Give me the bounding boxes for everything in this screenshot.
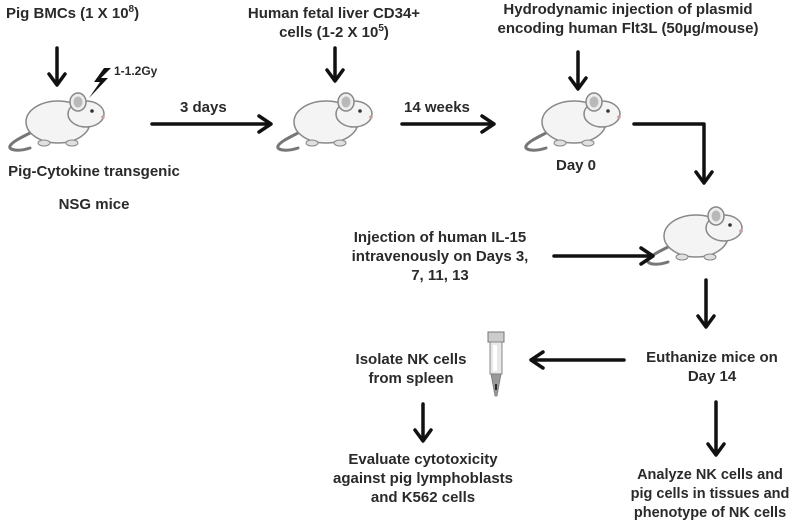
interval-14-weeks: 14 weeks bbox=[404, 99, 470, 116]
mouse-3-icon bbox=[524, 91, 623, 152]
mouse-strain-label: Pig-Cytokine transgenic NSG mice bbox=[8, 163, 180, 213]
syringe-icon bbox=[487, 331, 505, 397]
arrow-down-pig-bmcs bbox=[47, 46, 67, 87]
evaluate-cytotoxicity-label: Evaluate cytotoxicity against pig lympho… bbox=[332, 451, 514, 506]
euthanize-label: Euthanize mice on Day 14 bbox=[646, 349, 778, 385]
isolate-nk-label: Isolate NK cells from spleen bbox=[355, 351, 467, 387]
irradiation-dose-label: 1-1.2Gy bbox=[114, 64, 158, 78]
mouse-2-icon bbox=[276, 91, 375, 152]
arrow-to-evaluate bbox=[413, 402, 433, 443]
arrow-to-euthanize bbox=[696, 278, 716, 329]
mouse-1-icon bbox=[8, 91, 107, 152]
arrow-down-flt3l bbox=[568, 50, 588, 91]
il15-label: Injection of human IL-15 intravenously o… bbox=[351, 229, 529, 284]
arrow-14-weeks bbox=[400, 114, 496, 134]
day0-label: Day 0 bbox=[556, 157, 597, 174]
analyze-nk-label: Analyze NK cells and pig cells in tissue… bbox=[630, 467, 790, 521]
interval-3-days: 3 days bbox=[180, 99, 227, 116]
arrow-to-analyze bbox=[706, 400, 726, 457]
pig-bmcs-label: Pig BMCs (1 X 108) bbox=[6, 4, 140, 23]
arrow-to-isolate bbox=[529, 350, 626, 370]
arrow-day0-to-mouse4 bbox=[632, 122, 714, 185]
lightning-icon bbox=[89, 68, 111, 98]
flt3l-label: Hydrodynamic injection of plasmid encodi… bbox=[497, 1, 759, 37]
mouse-4-icon bbox=[646, 205, 745, 266]
arrow-down-cd34 bbox=[325, 46, 345, 83]
arrow-3-days bbox=[150, 114, 273, 134]
cd34-label: Human fetal liver CD34+ cells (1-2 X 105… bbox=[247, 5, 421, 41]
arrow-il15 bbox=[552, 246, 655, 266]
